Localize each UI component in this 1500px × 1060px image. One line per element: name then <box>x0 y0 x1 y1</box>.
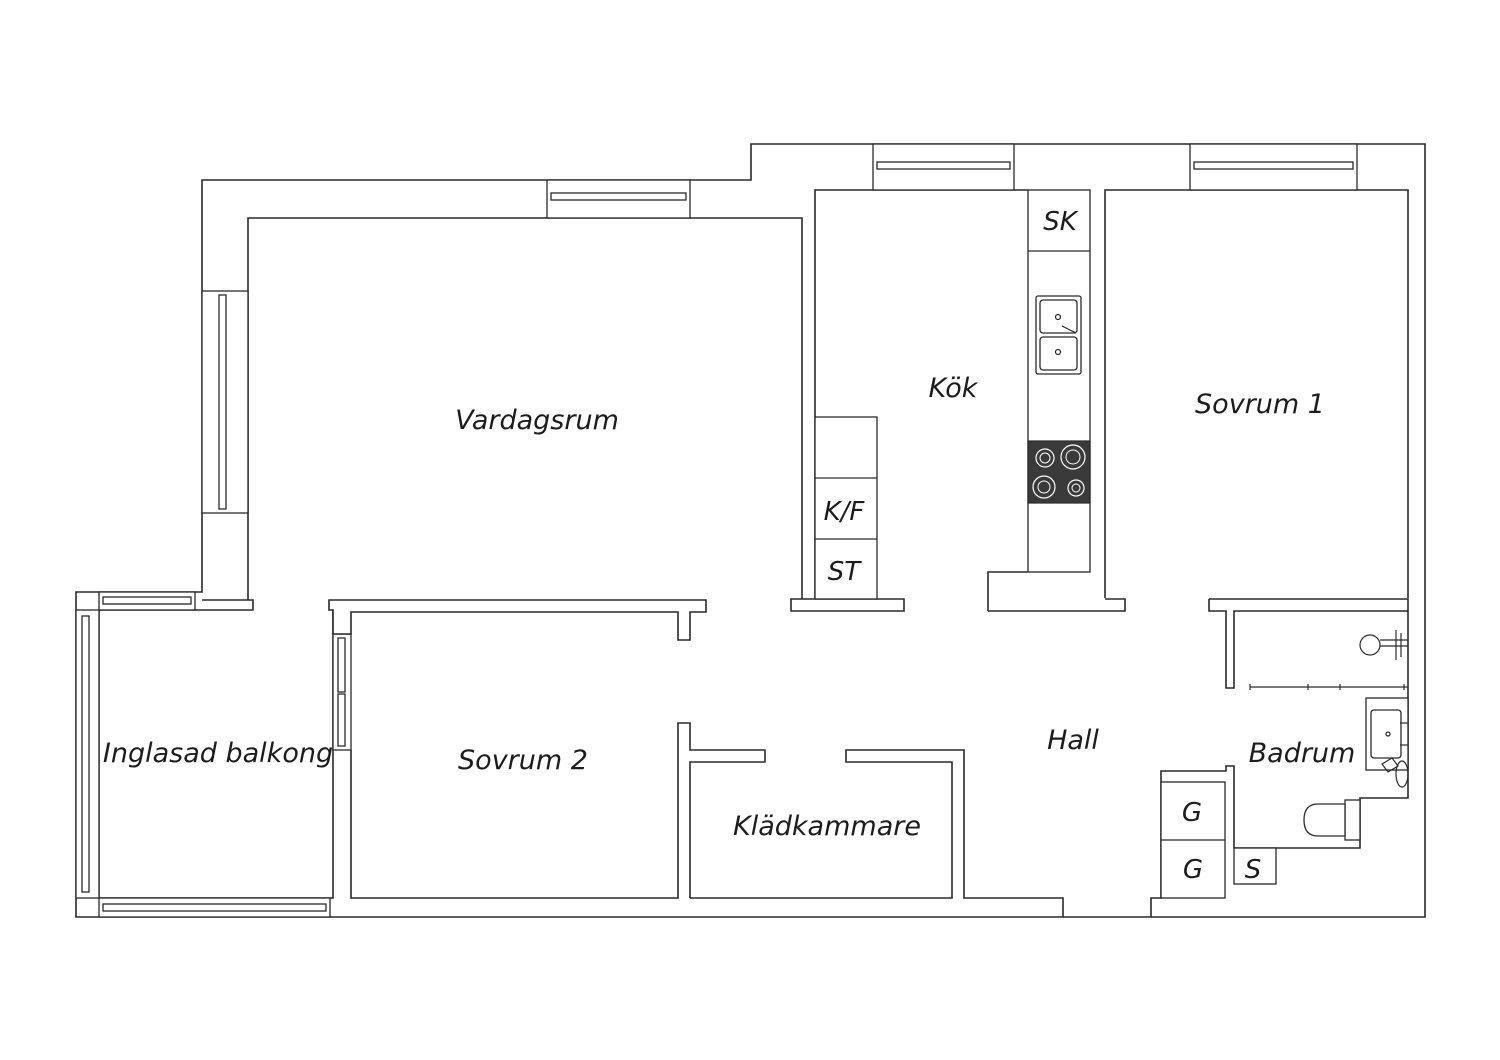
interior-walls <box>328 571 1409 917</box>
stove <box>1027 440 1091 504</box>
room-label-hall: Hall <box>1047 725 1099 756</box>
fixture-label-sk: SK <box>1043 207 1079 237</box>
fixture-label-kf: K/F <box>824 497 866 527</box>
window-balkong-left <box>75 609 100 899</box>
windows <box>75 143 1358 918</box>
room-label-kladkammare: Klädkammare <box>733 811 921 842</box>
fixture-label-s: S <box>1245 855 1262 885</box>
window-kok-top <box>872 143 1015 191</box>
window-vardagsrum-left <box>201 290 249 514</box>
room-label-badrum: Badrum <box>1249 738 1356 769</box>
window-sovrum2-left <box>332 633 352 751</box>
window-balkong-top <box>98 591 196 611</box>
room-label-sovrum1: Sovrum 1 <box>1195 389 1325 420</box>
fixture-label-st: ST <box>828 557 863 587</box>
room-label-kok: Kök <box>929 373 979 404</box>
fixture-labels: SK K/F ST G G S <box>824 207 1262 885</box>
window-balkong-bottom <box>98 897 331 918</box>
room-label-sovrum2: Sovrum 2 <box>458 745 588 776</box>
room-label-vardagsrum: Vardagsrum <box>455 405 619 436</box>
fixture-label-g1: G <box>1182 798 1202 828</box>
window-sovrum1-top <box>1189 143 1358 191</box>
fixture-label-g2: G <box>1183 855 1203 885</box>
window-vardagsrum-top <box>546 179 691 219</box>
kitchen-cabinets-left <box>814 416 878 600</box>
kitchen-counter <box>1027 189 1091 573</box>
room-label-balkong: Inglasad balkong <box>103 738 333 769</box>
bathroom-fixtures <box>1160 630 1409 899</box>
room-labels: Vardagsrum Kök Sovrum 1 Inglasad balkong… <box>103 373 1355 842</box>
